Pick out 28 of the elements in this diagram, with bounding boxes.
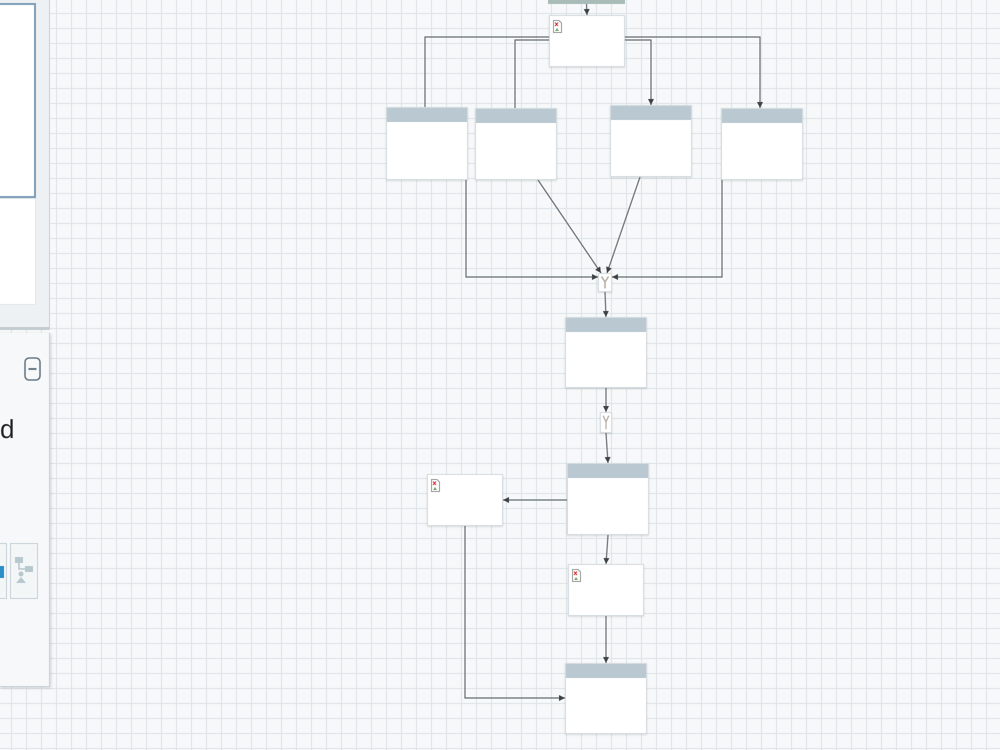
connector-line xyxy=(514,39,549,108)
process-box xyxy=(567,463,649,535)
process-box xyxy=(549,15,625,67)
connector-arrow xyxy=(604,432,611,464)
connector-line xyxy=(424,36,549,107)
process-box xyxy=(565,317,647,388)
process-box xyxy=(386,107,468,180)
process-box xyxy=(565,663,647,734)
panel-text: d xyxy=(0,414,14,444)
process-box xyxy=(475,108,557,180)
connector-arrow xyxy=(603,616,609,663)
process-box xyxy=(721,108,803,180)
connector-arrow xyxy=(603,534,610,564)
process-box xyxy=(568,564,644,616)
connector-arrow xyxy=(465,180,598,280)
connector-arrow xyxy=(603,388,609,412)
connector-arrow xyxy=(625,36,763,108)
connector-arrow xyxy=(503,497,567,503)
connector-arrow xyxy=(464,526,565,701)
connector-arrow xyxy=(612,180,723,280)
partial-box xyxy=(548,0,625,4)
connector-arrow xyxy=(606,176,641,274)
connector-arrow xyxy=(584,4,590,16)
connector-arrow xyxy=(625,39,654,105)
connector-arrow xyxy=(602,292,609,318)
process-box xyxy=(427,474,503,526)
connector-arrow xyxy=(538,180,602,274)
process-box xyxy=(610,105,692,177)
